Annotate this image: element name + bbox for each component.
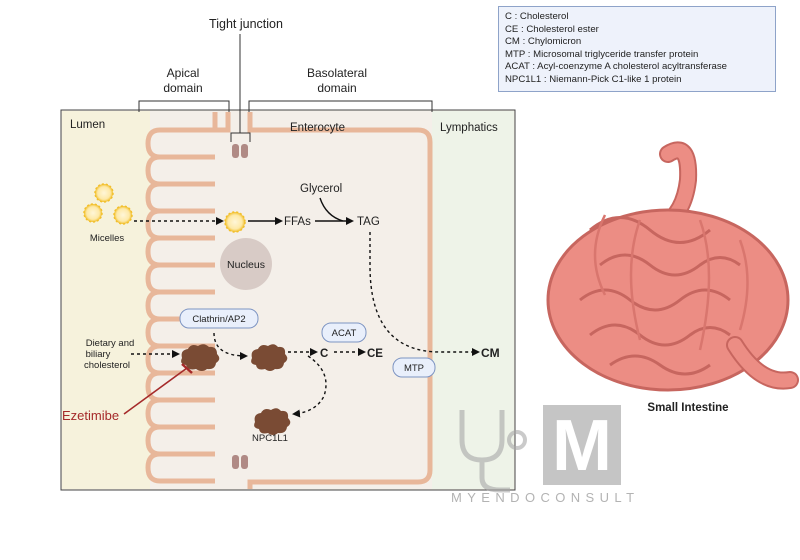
nucleus-label: Nucleus (227, 259, 265, 271)
npc1l1-label: NPC1L1 (252, 433, 288, 444)
enterocyte-basolateral-membrane (247, 112, 433, 489)
mtp-pill (392, 357, 436, 378)
enterocyte-label: Enterocyte (290, 122, 345, 134)
villi-membrane-path (145, 112, 218, 484)
mtp-label: MTP (404, 363, 424, 374)
enterocyte-lateral-membrane-top (215, 112, 231, 133)
arrow-to-recycled-npc1l1 (292, 355, 327, 418)
micelles-label: Micelles (90, 233, 125, 244)
ce-label: CE (367, 348, 383, 360)
tight-junction-label: Tight junction (209, 17, 283, 31)
clathrin-pill (179, 308, 259, 329)
dietary-label-1: Dietary and (86, 338, 135, 349)
basolateral-domain-label-2: domain (317, 81, 356, 95)
clathrin-label: Clathrin/AP2 (192, 314, 245, 325)
dietary-label-3: cholesterol (84, 360, 130, 371)
acat-label: ACAT (332, 328, 357, 339)
tag-label: TAG (357, 216, 380, 228)
micelle-cluster (83, 183, 133, 225)
legend-item: CE : Cholesterol ester (505, 23, 599, 35)
apical-membrane-villi (145, 112, 218, 484)
glycerol-label: Glycerol (300, 183, 342, 195)
ezetimibe-inhibition-bar (181, 363, 193, 374)
lumen-region (62, 111, 150, 489)
nucleus (220, 238, 272, 290)
apical-domain-bracket (138, 100, 230, 112)
watermark-letter: M (552, 406, 612, 486)
watermark-text: MYENDOCONSULT (451, 490, 640, 505)
cm-label: CM (481, 346, 500, 360)
ffas-label: FFAs (284, 216, 311, 228)
tight-junction-top (232, 144, 248, 158)
basolateral-domain-bracket (248, 100, 433, 112)
npc1l1-clump-internalized (251, 344, 288, 371)
npc1l1-clump-membrane (181, 344, 220, 371)
apical-domain-label-1: Apical (167, 66, 200, 80)
arrow-tag-to-cm (369, 232, 480, 356)
lymphatics-label: Lymphatics (440, 122, 498, 134)
legend-item: C : Cholesterol (505, 11, 569, 22)
dietary-label-2: biliary (86, 349, 111, 360)
small-intestine-illustration (546, 141, 799, 392)
arrow-clathrin-endocytosis (213, 332, 248, 360)
micelle-absorbed (224, 211, 246, 233)
legend-item: CM : Chylomicron (505, 36, 582, 48)
legend-item: MTP : Microsomal triglyceride transfer p… (505, 48, 699, 60)
legend-item: ACAT : Acyl-coenzyme A cholesterol acylt… (505, 61, 727, 73)
ezetimibe-inhibition (123, 367, 188, 415)
arrow-glycerol (319, 197, 344, 222)
npc1l1-clump-recycled (254, 408, 291, 435)
basolateral-domain-label-1: Basolateral (307, 66, 367, 80)
lumen-label: Lumen (70, 119, 105, 131)
watermark-logo: M (459, 405, 621, 493)
legend-item: NPC1L1 : Niemann-Pick C1-like 1 protein (505, 73, 682, 85)
ezetimibe-label: Ezetimibe (62, 408, 119, 423)
small-intestine-label: Small Intestine (647, 402, 728, 414)
apical-domain-label-2: domain (163, 81, 202, 95)
tight-junction-bottom (232, 455, 248, 469)
legend-box: C : Cholesterol CE : Cholesterol ester C… (498, 6, 776, 92)
c-label: C (320, 348, 328, 360)
acat-pill (321, 322, 367, 343)
